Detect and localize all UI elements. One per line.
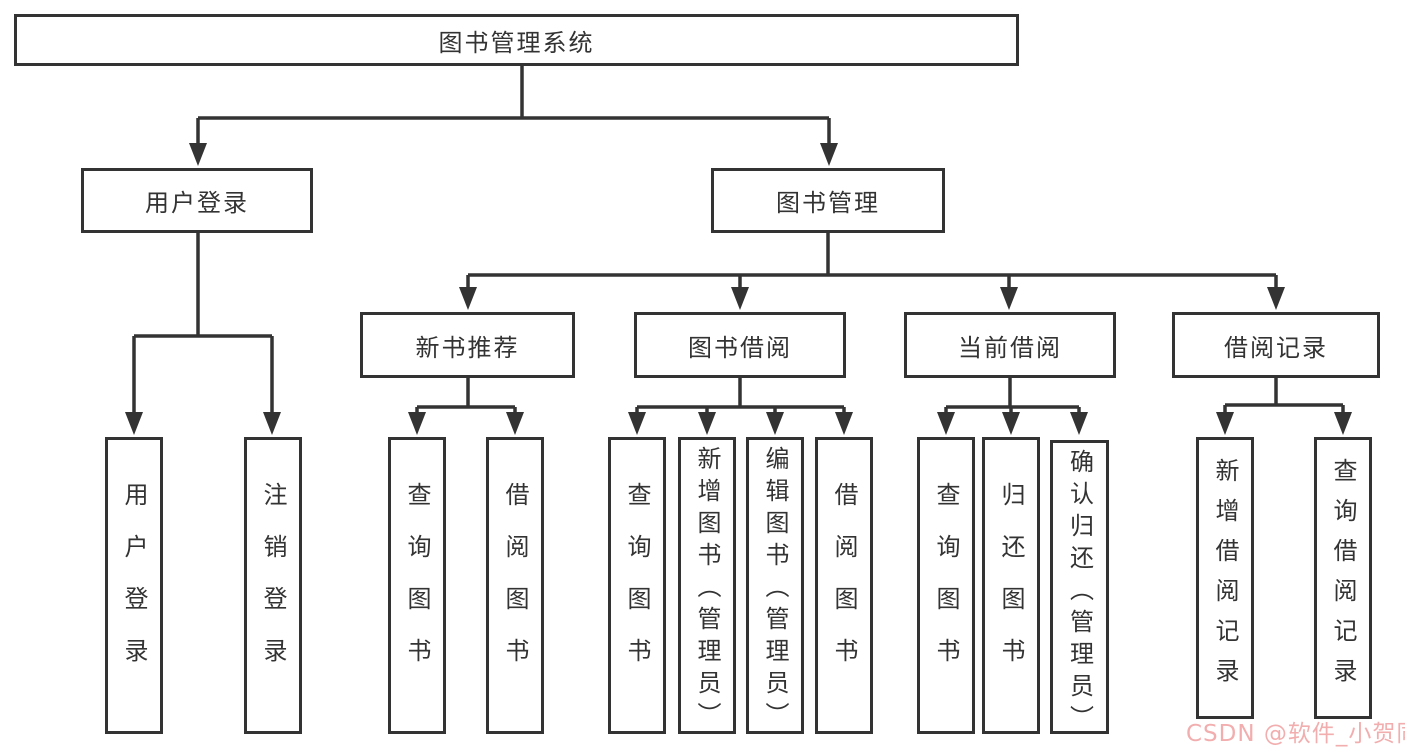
connector-new-books-group xyxy=(415,378,517,419)
node-book-mgmt-label: 图书管理 xyxy=(776,189,880,217)
arrowhead-icon xyxy=(408,412,426,435)
node-root: 图书管理系统 xyxy=(14,14,1019,66)
leaf-query-borrow-record-label: 查询借阅记录 xyxy=(1329,458,1357,698)
node-root-label: 图书管理系统 xyxy=(438,28,595,57)
arrowhead-icon xyxy=(459,287,477,310)
leaf-edit-books-admin-label: 编辑图书（管理员） xyxy=(761,446,789,734)
arrowhead-icon xyxy=(820,143,838,166)
arrowhead-icon xyxy=(628,412,646,435)
leaf-borrow-query-books: 查询图书 xyxy=(608,437,666,734)
node-user-login: 用户登录 xyxy=(81,168,313,233)
leaf-user-login: 用户登录 xyxy=(105,437,163,734)
node-current-borrow: 当前借阅 xyxy=(904,312,1116,378)
node-book-mgmt: 图书管理 xyxy=(711,168,945,233)
connector-borrow-group xyxy=(635,378,846,419)
leaf-borrow-books-label: 借阅图书 xyxy=(830,481,858,690)
arrowhead-icon xyxy=(766,412,784,435)
leaf-confirm-return-admin: 确认归还（管理员） xyxy=(1050,440,1109,737)
leaf-confirm-return-admin-label: 确认归还（管理员） xyxy=(1065,449,1094,737)
leaf-current-query-books-label: 查询图书 xyxy=(932,481,960,690)
leaf-new-query-books-label: 查询图书 xyxy=(403,481,431,690)
arrowhead-icon xyxy=(263,412,281,435)
leaf-borrow-books: 借阅图书 xyxy=(815,437,873,734)
csdn-watermark: CSDN @软件_小贺同学 xyxy=(1186,721,1405,747)
arrowhead-icon xyxy=(835,412,853,435)
node-book-borrow: 图书借阅 xyxy=(634,312,846,378)
leaf-query-borrow-record: 查询借阅记录 xyxy=(1314,437,1372,719)
connector-root-to-branches xyxy=(196,66,831,150)
node-user-login-label: 用户登录 xyxy=(145,189,249,217)
node-book-borrow-label: 图书借阅 xyxy=(688,333,792,362)
node-borrow-records-label: 借阅记录 xyxy=(1224,333,1328,362)
leaf-return-books-label: 归还图书 xyxy=(997,481,1025,690)
arrowhead-icon xyxy=(506,412,524,435)
leaf-add-books-admin: 新增图书（管理员） xyxy=(678,437,736,734)
leaf-current-query-books: 查询图书 xyxy=(917,437,975,734)
arrowhead-icon xyxy=(1334,412,1352,435)
leaf-user-login-label: 用户登录 xyxy=(120,481,148,690)
leaf-borrow-query-books-label: 查询图书 xyxy=(623,481,651,690)
leaf-new-query-books: 查询图书 xyxy=(388,437,446,734)
arrowhead-icon xyxy=(1002,412,1020,435)
connector-user-login-group xyxy=(132,233,274,418)
leaf-return-books: 归还图书 xyxy=(982,437,1040,734)
leaf-add-borrow-record-label: 新增借阅记录 xyxy=(1211,458,1239,698)
node-borrow-records: 借阅记录 xyxy=(1172,312,1380,378)
arrowhead-icon xyxy=(937,412,955,435)
arrowhead-icon xyxy=(731,287,749,310)
arrowhead-icon xyxy=(1070,412,1088,435)
arrowhead-icon xyxy=(698,412,716,435)
leaf-new-borrow-books-label: 借阅图书 xyxy=(501,481,529,690)
arrowhead-icon xyxy=(189,143,207,166)
arrowhead-icon xyxy=(1216,412,1234,435)
connector-book-mgmt-group xyxy=(466,233,1278,294)
leaf-logout: 注销登录 xyxy=(244,437,302,734)
leaf-new-borrow-books: 借阅图书 xyxy=(486,437,544,734)
node-new-books-label: 新书推荐 xyxy=(415,333,520,362)
arrowhead-icon xyxy=(1000,287,1018,310)
arrowhead-icon xyxy=(1267,287,1285,310)
connector-records-group xyxy=(1223,378,1345,419)
leaf-add-borrow-record: 新增借阅记录 xyxy=(1196,437,1254,719)
leaf-logout-label: 注销登录 xyxy=(259,481,287,690)
leaf-edit-books-admin: 编辑图书（管理员） xyxy=(746,437,804,734)
node-new-books: 新书推荐 xyxy=(360,312,575,378)
node-current-borrow-label: 当前借阅 xyxy=(958,333,1062,362)
arrowhead-icon xyxy=(125,412,143,435)
leaf-add-books-admin-label: 新增图书（管理员） xyxy=(693,446,721,734)
